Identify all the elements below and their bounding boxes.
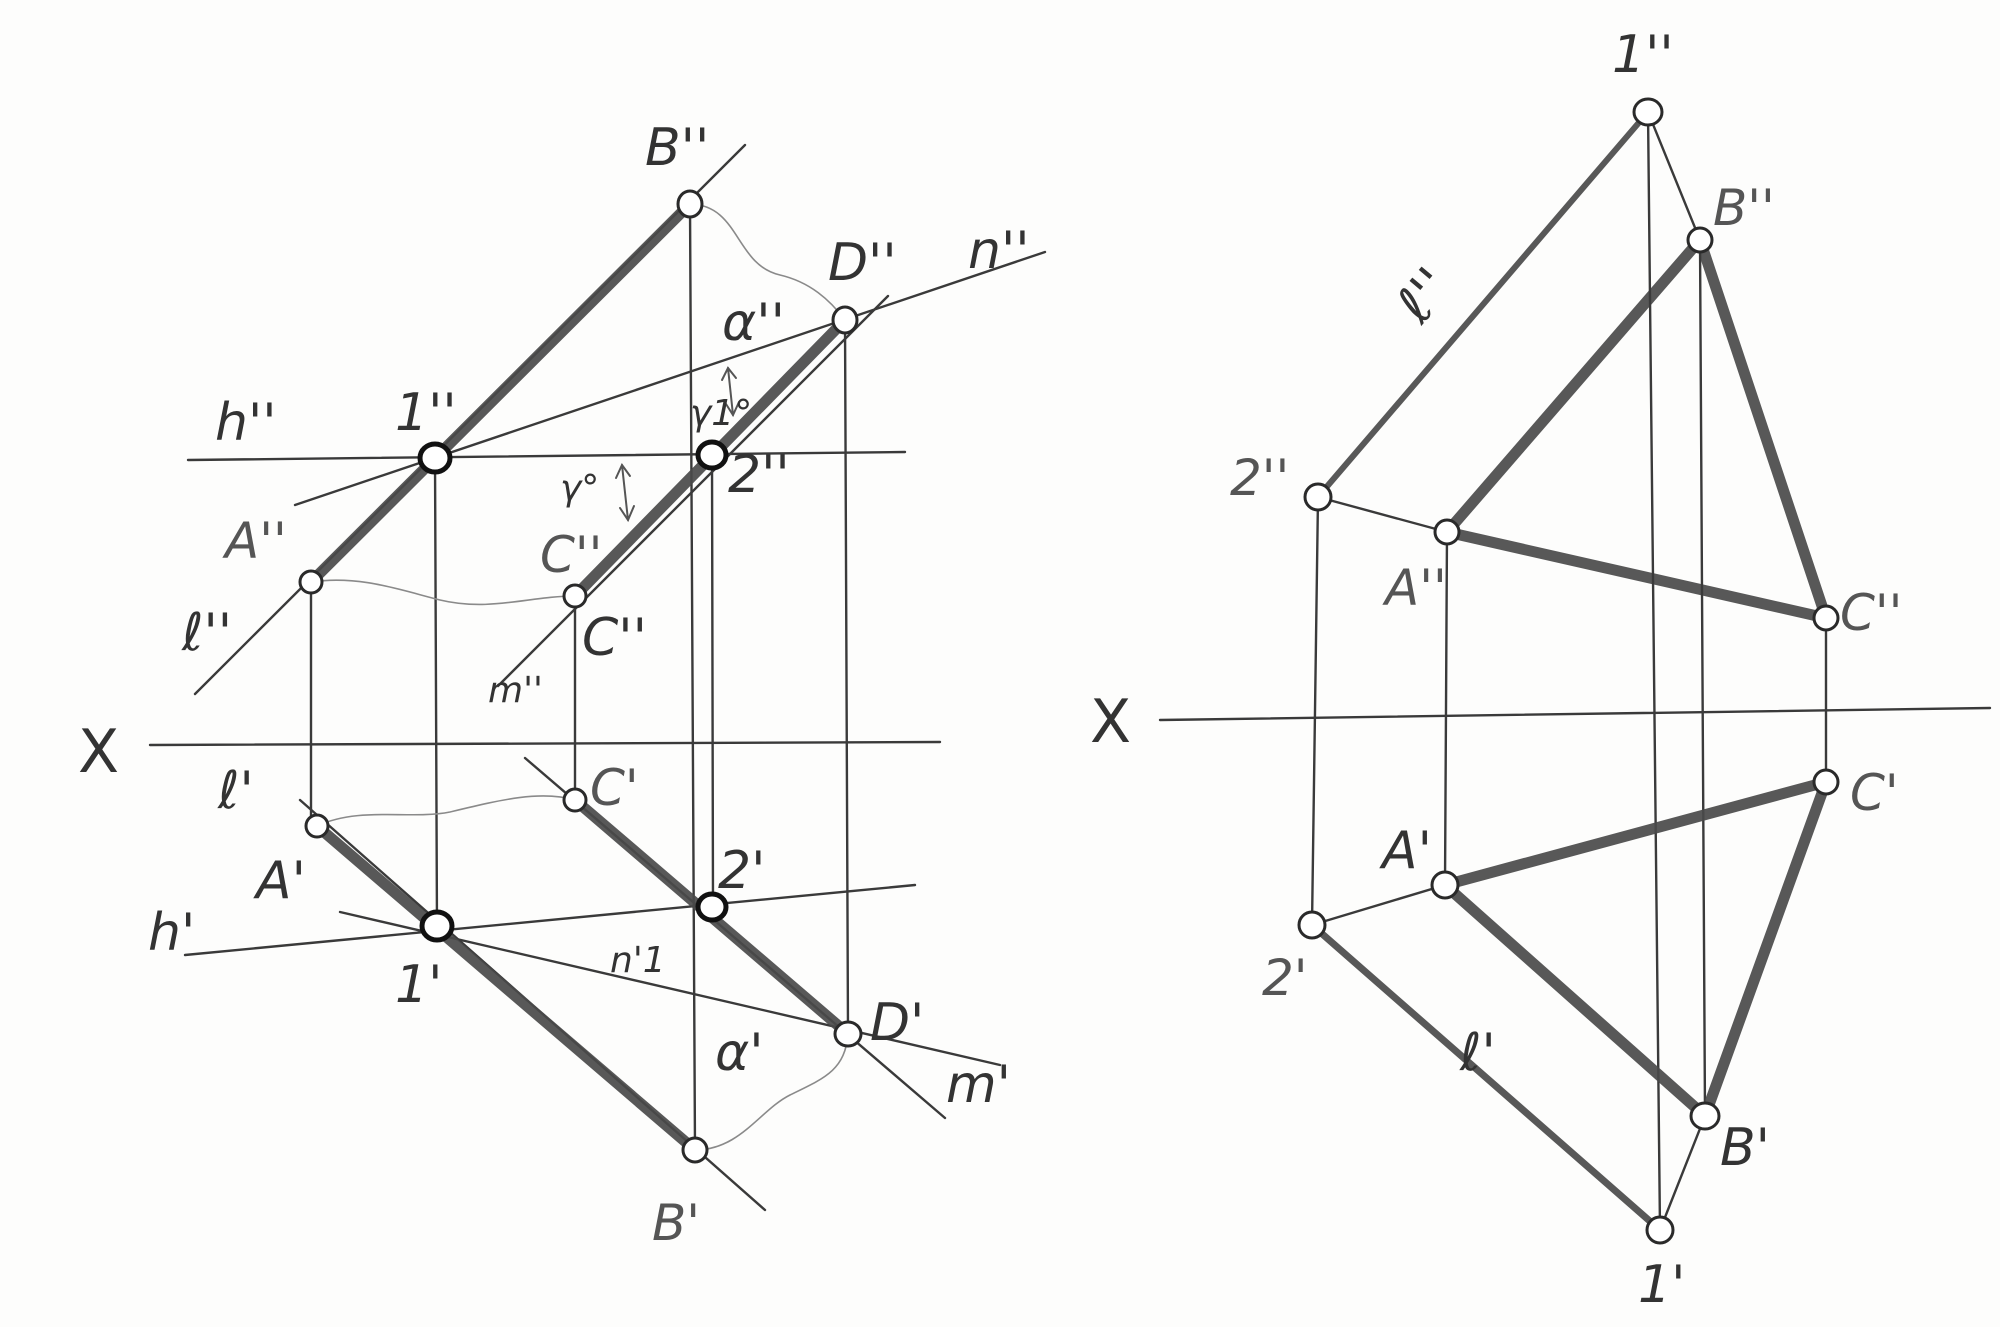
left-h1-line: [183, 883, 917, 957]
right-label-c1: C': [1850, 764, 1899, 822]
left-label-c1: C': [590, 759, 639, 817]
right-b1-1-1-line: [1658, 1114, 1707, 1232]
left-vline-2: [710, 453, 715, 912]
left-ab2-segment: [305, 198, 696, 588]
right-label-2-2: 2'': [1230, 449, 1289, 507]
left-label-b2: B'': [645, 118, 709, 178]
right-label-c2: C'': [1840, 584, 1902, 642]
left-label-h1: h': [148, 903, 195, 963]
left-wavy-bd1: [694, 1033, 849, 1151]
left-label-l1: ℓ': [217, 761, 254, 821]
left-wavy-ac1: [316, 795, 576, 827]
right-a1c1-segment: [1439, 776, 1832, 891]
right-label-b2: B'': [1713, 179, 1775, 237]
right-label-l2: ℓ'': [1385, 257, 1464, 335]
left-point-c1: [562, 787, 588, 813]
left-label-b1: B': [652, 1194, 700, 1252]
left-label-n1-1: n'1: [610, 940, 666, 981]
left-gamma1-arrow: [727, 367, 734, 416]
left-point-a2: [298, 569, 324, 595]
left-label-alpha2: α'': [722, 293, 785, 353]
left-label-m2: m'': [488, 670, 543, 711]
left-diagram: X B'' D'' n'' α'' γ1° h'' 1'' A'' γ° C''…: [78, 118, 1047, 1252]
right-vline-a: [1443, 530, 1449, 887]
right-a1b1-segment: [1439, 879, 1711, 1122]
left-label-d1: D': [870, 993, 924, 1053]
right-label-1-2: 1'': [1612, 25, 1674, 85]
right-point-c1: [1812, 768, 1840, 796]
right-c1b1-segment: [1699, 776, 1832, 1122]
left-axis-label: X: [78, 717, 119, 787]
right-point-1-1: [1645, 1215, 1675, 1245]
left-label-n1-2: n'': [968, 221, 1030, 281]
left-label-2-2: 2'': [728, 445, 790, 505]
right-point-a1: [1430, 870, 1460, 900]
right-point-2-1: [1297, 910, 1327, 940]
left-vline-1: [433, 456, 439, 932]
left-label-alpha1: α': [715, 1023, 764, 1083]
right-vline-b: [1698, 238, 1707, 1118]
right-label-l1: ℓ': [1459, 1023, 1496, 1083]
left-label-gamma1: γ1°: [690, 393, 752, 434]
left-vline-d: [843, 318, 850, 1036]
left-label-1-1: 1': [395, 955, 442, 1015]
right-a2c2-segment: [1441, 526, 1832, 624]
right-vline-2: [1310, 495, 1320, 927]
left-label-1-2: 1'': [395, 383, 457, 443]
left-label-l2: ℓ'': [181, 603, 232, 663]
left-label-a2: A'': [222, 512, 287, 570]
left-point-a1: [304, 813, 330, 839]
right-diagram: X 1'' B'' ℓ'' 2'' A'' C'' C' A' 2' ℓ' B'…: [1090, 25, 1992, 1315]
left-gamma-arrow: [621, 464, 629, 521]
right-1-2-b2-line: [1646, 110, 1702, 242]
left-point-b2: [676, 189, 704, 219]
left-wavy-bd2: [689, 203, 846, 321]
right-label-2-1: 2': [1262, 949, 1308, 1007]
right-label-1-1: 1': [1638, 1255, 1685, 1315]
left-wavy-ac2: [310, 579, 576, 606]
right-2-2-a2-line: [1316, 495, 1449, 534]
right-a2b2-segment: [1441, 234, 1706, 538]
right-axis-label: X: [1090, 687, 1131, 757]
left-ab1-segment: [311, 820, 701, 1156]
left-label-m1: m': [946, 1055, 1011, 1115]
left-point-1-2: [417, 441, 453, 475]
right-l1-line: [1308, 921, 1664, 1234]
left-label-a1: A': [253, 851, 306, 911]
right-point-b2: [1686, 226, 1714, 254]
left-point-b1: [681, 1136, 709, 1164]
right-point-c2: [1812, 604, 1840, 632]
right-vline-1: [1646, 110, 1662, 1232]
left-point-1-1: [419, 909, 455, 943]
left-n1-2-line: [293, 250, 1047, 507]
left-label-h2: h'': [215, 393, 277, 453]
left-label-c2-a: C'': [540, 526, 602, 584]
right-point-b1: [1689, 1101, 1721, 1131]
right-2-1-a1-line: [1310, 883, 1447, 927]
right-point-2-2: [1303, 482, 1333, 512]
right-point-a2: [1433, 518, 1461, 546]
left-vline-b: [688, 202, 697, 1152]
left-x-axis: [148, 740, 942, 747]
left-label-c2-b: C'': [582, 608, 647, 668]
right-x-axis: [1158, 706, 1992, 722]
left-label-d2: D'': [828, 233, 897, 293]
right-label-a1: A': [1379, 821, 1432, 881]
left-label-2-1: 2': [718, 841, 765, 901]
left-m2-line: [496, 294, 890, 688]
right-label-a2: A'': [1382, 559, 1447, 617]
right-label-b1: B': [1720, 1118, 1770, 1178]
left-point-2-1: [695, 891, 729, 923]
left-label-gamma: γ°: [560, 468, 599, 509]
left-point-2-2: [695, 439, 729, 471]
left-point-c2: [562, 583, 588, 609]
left-point-d2: [831, 305, 859, 335]
left-point-d1: [833, 1020, 863, 1048]
right-point-1-2: [1632, 97, 1664, 127]
right-l2-line: [1315, 109, 1651, 500]
left-h2-line: [186, 450, 907, 462]
right-b2c2-segment: [1694, 234, 1832, 624]
